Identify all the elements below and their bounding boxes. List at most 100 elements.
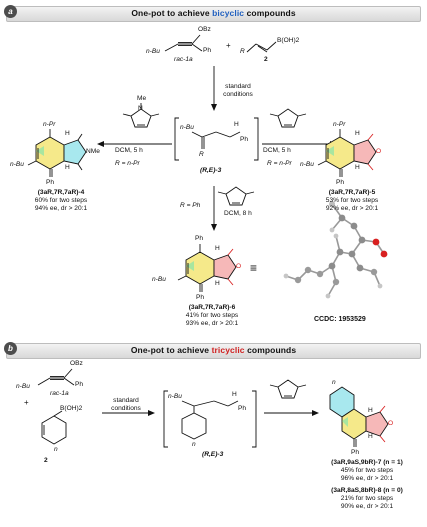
panel-a-title-highlight: bicyclic [212,8,245,18]
panel-b-plus: + [24,398,29,407]
product-5-ee: 92% ee, dr > 20:1 [325,205,379,212]
ccdc-label: CCDC: 1953529 [314,316,366,323]
product-6-ph-top: Ph [195,235,204,242]
panel-b-product-n: n [332,379,336,386]
panel-b-intermediate-nbu: n-Bu [168,393,182,400]
product-5-npr: n-Pr [333,121,346,128]
product-5-h-top: H [355,130,360,137]
panel-b-substrate-1a-structure [37,368,75,386]
product-6-stereo: (3aR,7R,7aR)-6 [188,304,236,311]
product-5-ph: Ph [336,179,345,186]
panel-b-standard-conditions: standard conditions [111,397,141,412]
panel-b-product-structure [329,386,389,447]
product-7-yield: 45% for two steps [340,467,394,474]
right-conditions: DCM, 5 h [263,147,291,154]
intermediate-brackets [174,117,259,161]
panel-b: One-pot to achieve tricyclic compounds b [2,341,425,525]
substrate-1a-nbu: n-Bu [146,48,160,55]
panel-a-title: One-pot to achieve bicyclic compounds [131,8,296,18]
down-conditions: DCM, 8 h [224,210,252,217]
substrate-2-label: 2 [264,56,268,63]
panel-b-2-boh2: B(OH)2 [60,405,83,412]
product-4-structure [27,129,87,177]
panel-b-2-n: n [54,446,58,453]
product-4-nme: NMe [86,148,100,155]
panel-b-maleic-anhydride-structure [269,379,307,399]
panel-b-substrate-2-structure [41,410,67,445]
panel-b-arrow-to-product [264,410,319,416]
left-r-condition: R = n-Pr [115,160,140,167]
panel-b-label: b [4,342,17,355]
product-6-o: O [236,263,242,270]
standard-conditions-label: standard conditions [223,83,253,98]
product-5-o: O [376,148,382,155]
arrow-to-product-4 [97,141,172,147]
intermediate-label: (R,E)-3 [200,167,222,174]
substrate-1a-structure [164,34,203,52]
crystal-structure-image [283,201,388,299]
product-5-stereo: (3aR,7R,7aR)-5 [328,189,376,196]
product-5-h-bottom: H [355,164,360,171]
intermediate-ph: Ph [240,136,249,143]
panel-b-2-label: 2 [44,457,48,464]
product-6-ph-bottom: Ph [196,294,205,301]
panel-b-product-h-top: H [368,407,373,414]
intermediate-nbu: n-Bu [180,124,194,131]
panel-b-intermediate-h: H [232,391,237,398]
product-8-yield: 21% for two steps [340,495,394,502]
product-6-ee: 93% ee, dr > 20:1 [185,320,239,327]
panel-b-title-highlight: tricyclic [211,345,245,355]
panel-b-intermediate-brackets [163,390,257,448]
product-4-stereo: (3aR,7R,7aR)-4 [37,189,85,196]
product-6-yield: 41% for two steps [185,312,239,319]
product-6-structure [177,244,237,292]
product-4-ph: Ph [46,179,55,186]
product-4-h-bottom: H [65,164,70,171]
panel-b-intermediate-n: n [192,441,196,448]
panel-b-intermediate-ph: Ph [238,405,247,412]
right-r-condition: R = n-Pr [267,160,292,167]
panel-a: One-pot to achieve bicyclic compounds a [2,4,425,339]
panel-a-drawing [27,34,388,299]
equivalence-symbol: ≡ [250,261,258,275]
arrow-to-product-6 [211,186,217,231]
substrate-2-boh2: B(OH)2 [277,37,300,44]
product-4-yield: 60% for two steps [34,197,88,204]
maleic-anhydride-down-structure [217,186,255,206]
substrate-1a-label: rac-1a [174,56,193,63]
intermediate-3-structure [191,131,241,149]
nmi-me: Me [137,95,147,102]
panel-a-header: One-pot to achieve bicyclic compounds [6,6,421,22]
intermediate-h: H [234,121,239,128]
panel-b-drawing [37,368,389,448]
product-7-ee: 96% ee, dr > 20:1 [340,475,394,482]
panel-b-intermediate-label: (R,E)-3 [202,451,224,458]
panel-b-header: One-pot to achieve tricyclic compounds [6,343,421,359]
nmi-n: N [138,105,143,112]
panel-b-1a-ph: Ph [75,381,84,388]
product-5-nbu: n-Bu [300,161,314,168]
product-5-yield: 53% for two steps [325,197,379,204]
product-6-h-top: H [215,245,220,252]
product-4-h-top: H [65,130,70,137]
intermediate-r: R [199,151,204,158]
product-4-nbu: n-Bu [10,161,24,168]
product-8-ee: 90% ee, dr > 20:1 [340,503,394,510]
panel-b-1a-obz: OBz [70,360,83,367]
arrow-standard-conditions [211,66,217,111]
substrate-1a-ph: Ph [203,47,212,54]
panel-b-product-ph: Ph [351,449,360,456]
panel-b-product-o: O [388,420,394,427]
substrate-2-structure [246,41,277,53]
plus-sign: + [226,41,231,50]
substrate-1a-obz: OBz [198,26,211,33]
panel-a-label: a [4,5,17,18]
down-r-condition: R = Ph [180,202,201,209]
n-methylmaleimide-structure [122,103,160,128]
panel-b-product-h-bottom: H [368,433,373,440]
product-6-nbu: n-Bu [152,276,166,283]
left-conditions: DCM, 5 h [115,147,143,154]
substrate-2-r: R [240,48,245,55]
product-5-structure [317,129,377,177]
product-8-stereo: (3aR,8aS,8bR)-8 (n = 0) [331,487,403,494]
